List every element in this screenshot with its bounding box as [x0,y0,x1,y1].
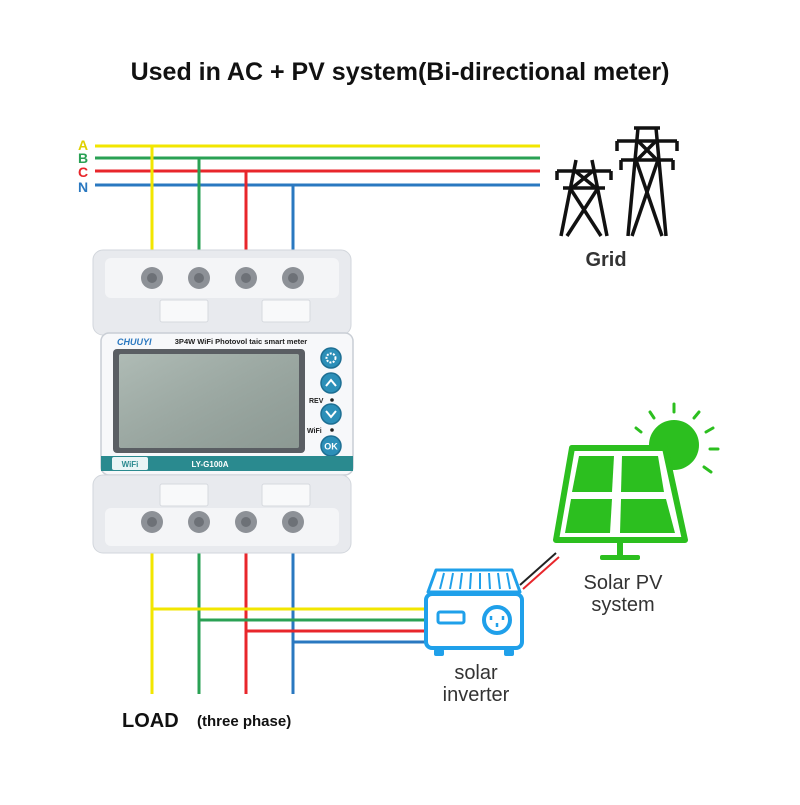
wifi-badge-text: WiFi [122,460,139,469]
meter-bottom-strip [101,456,353,471]
solar-panel-icon [553,445,688,560]
page-title: Used in AC + PV system(Bi-directional me… [131,58,670,86]
load-sublabel: (three phase) [197,713,291,730]
phase-label-a: A [78,137,88,153]
load-label: LOAD [122,710,179,732]
wifi-badge [112,457,148,470]
chevron-down-icon [325,410,337,419]
solar-label-line2: system [591,594,654,616]
solar-label-line1: Solar PV [584,572,664,594]
load-wiring [150,552,428,694]
chevron-up-icon [325,378,337,387]
transmission-tower-icon [555,126,679,237]
phase-bus [95,144,540,250]
wifi-label: WiFi [307,428,322,435]
ok-button[interactable]: OK [320,435,342,457]
meter-model-code: LY-G100A [191,460,228,469]
smart-meter: CHUUYI 3P4W WiFi Photovol taic smart met… [92,249,354,554]
phase-label-c: C [78,164,88,180]
inverter-label-line1: solar [454,662,498,684]
solar-inverter-icon [424,568,524,656]
wifi-indicator [330,428,334,432]
gear-icon [325,352,337,364]
phase-label-b: B [78,150,88,166]
dc-cable [519,552,560,590]
settings-button[interactable] [320,347,342,369]
phase-label-n: N [78,179,88,195]
rev-indicator [330,398,334,402]
inverter-label-line2: inverter [443,684,510,706]
down-button[interactable] [320,403,342,425]
meter-model-title: 3P4W WiFi Photovol taic smart meter [175,337,308,346]
ok-icon: OK [324,442,338,452]
meter-brand: CHUUYI [117,337,152,347]
up-button[interactable] [320,372,342,394]
grid-label: Grid [585,249,626,271]
rev-label: REV [309,398,324,405]
